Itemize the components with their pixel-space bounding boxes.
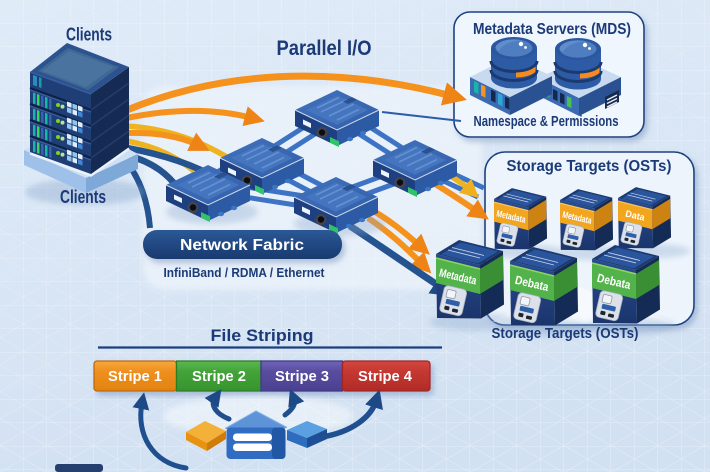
svg-text:Network Fabric: Network Fabric <box>180 237 304 254</box>
svg-text:Stripe 1: Stripe 1 <box>108 369 162 385</box>
svg-text:Clients: Clients <box>60 187 106 207</box>
svg-text:Data: Data <box>624 209 646 223</box>
svg-text:File Striping: File Striping <box>211 327 314 345</box>
svg-text:Storage Targets (OSTs): Storage Targets (OSTs) <box>492 326 639 342</box>
svg-text:Metadata Servers (MDS): Metadata Servers (MDS) <box>473 21 631 38</box>
svg-text:Clients: Clients <box>66 25 112 45</box>
svg-text:Stripe 2: Stripe 2 <box>192 369 246 385</box>
svg-text:InfiniBand / RDMA / Ethernet: InfiniBand / RDMA / Ethernet <box>164 266 326 280</box>
svg-text:Namespace & Permissions: Namespace & Permissions <box>474 114 619 130</box>
svg-text:Storage Targets (OSTs): Storage Targets (OSTs) <box>507 158 672 175</box>
svg-text:Stripe 3: Stripe 3 <box>275 369 329 385</box>
svg-text:Parallel I/O: Parallel I/O <box>277 37 372 60</box>
svg-text:Stripe 4: Stripe 4 <box>358 369 412 385</box>
